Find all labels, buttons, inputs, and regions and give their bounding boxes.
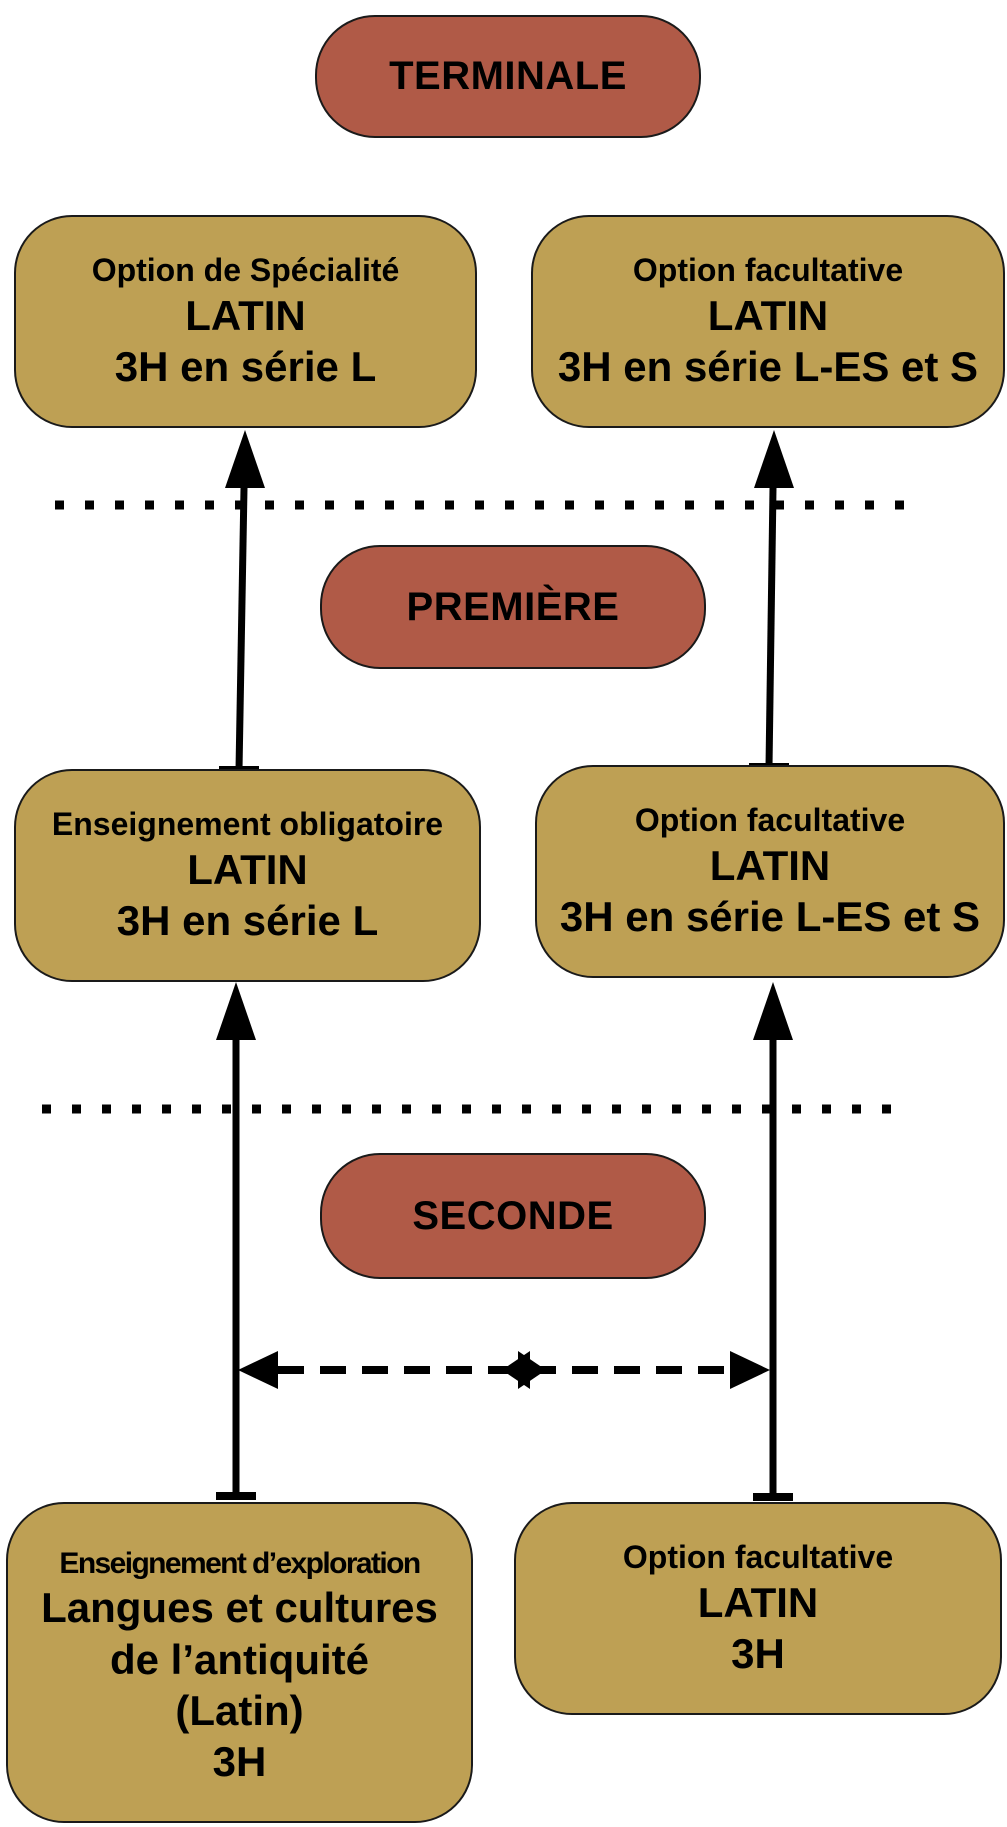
box-type: Enseignement obligatoire bbox=[51, 805, 444, 842]
terminale-option-facultative: Option facultative LATIN 3H en série L-E… bbox=[531, 215, 1005, 428]
box-hours: 3H en série L-ES et S bbox=[559, 893, 981, 941]
box-hours: 3H bbox=[731, 1630, 785, 1678]
seconde-enseignement-exploration: Enseignement d’exploration Langues et cu… bbox=[6, 1502, 473, 1823]
box-hours: 3H en série L bbox=[116, 897, 379, 945]
box-type: Option facultative bbox=[632, 251, 904, 288]
premiere-enseignement-obligatoire: Enseignement obligatoire LATIN 3H en sér… bbox=[14, 769, 481, 982]
arrow-seconde-right-to-premiere-right bbox=[753, 982, 793, 1501]
box-type: Option facultative bbox=[622, 1538, 894, 1575]
arrow-premiere-left-to-terminale-left bbox=[219, 430, 265, 774]
premiere-option-facultative: Option facultative LATIN 3H en série L-E… bbox=[535, 765, 1005, 978]
box-subject: LATIN bbox=[709, 841, 831, 889]
box-type: Option de Spécialité bbox=[91, 251, 400, 288]
box-hours: 3H en série L bbox=[114, 343, 377, 391]
arrow-premiere-right-to-terminale-right bbox=[749, 430, 794, 771]
box-type: Enseignement d’exploration bbox=[59, 1546, 421, 1580]
seconde-option-facultative: Option facultative LATIN 3H bbox=[514, 1502, 1002, 1715]
box-hours: 3H en série L-ES et S bbox=[557, 343, 979, 391]
box-type: Option facultative bbox=[634, 801, 906, 838]
box-hours: 3H bbox=[212, 1738, 267, 1786]
level-premiere: PREMIÈRE bbox=[320, 545, 706, 669]
level-seconde: SECONDE bbox=[320, 1153, 706, 1279]
box-subject: LATIN bbox=[185, 291, 306, 339]
box-line2: de l’antiquité bbox=[109, 1635, 369, 1683]
arrow-seconde-left-to-premiere-left bbox=[216, 982, 256, 1500]
box-subject: LATIN bbox=[707, 291, 829, 339]
terminale-option-specialite: Option de Spécialité LATIN 3H en série L bbox=[14, 215, 477, 428]
level-terminale: TERMINALE bbox=[315, 15, 701, 138]
arrow-seconde-bidirectional bbox=[238, 1351, 770, 1389]
box-subject: LATIN bbox=[187, 845, 308, 893]
box-line3: (Latin) bbox=[175, 1686, 304, 1734]
box-line1: Langues et cultures bbox=[41, 1584, 438, 1632]
box-subject: LATIN bbox=[697, 1578, 819, 1626]
